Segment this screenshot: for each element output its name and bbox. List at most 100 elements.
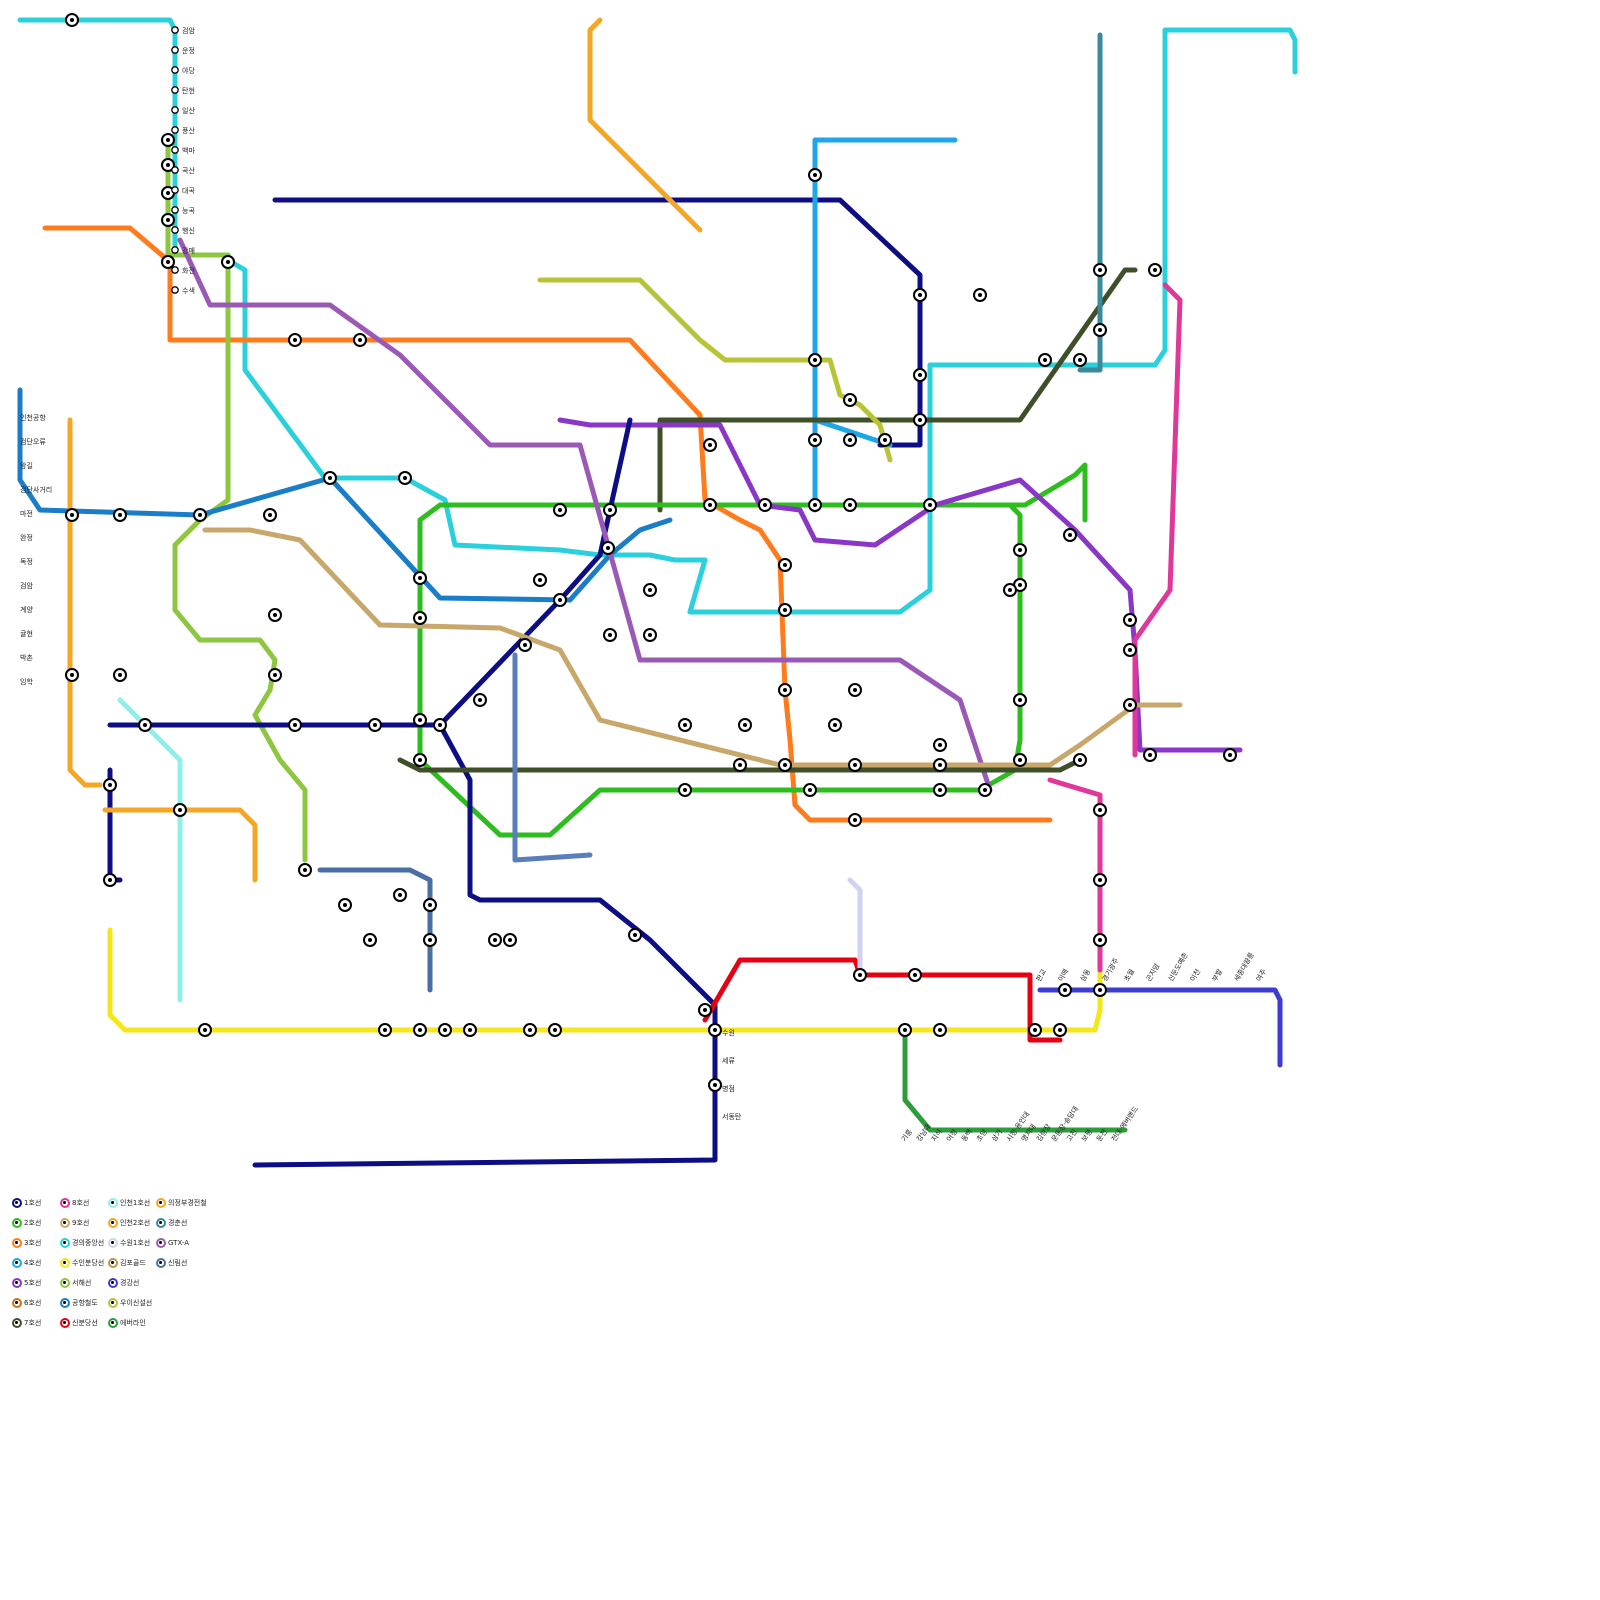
station-375-725[interactable]: [369, 719, 381, 731]
station-1100-880[interactable]: [1094, 874, 1106, 886]
station-980-295[interactable]: [974, 289, 986, 301]
station-855-690[interactable]: [849, 684, 861, 696]
station-445-1030[interactable]: [439, 1024, 451, 1036]
station-715-1085[interactable]: [709, 1079, 721, 1091]
station-810-790[interactable]: [804, 784, 816, 796]
station-검암[interactable]: [172, 27, 178, 33]
station-815-175[interactable]: [809, 169, 821, 181]
station-295-725[interactable]: [289, 719, 301, 731]
station-1100-270[interactable]: [1094, 264, 1106, 276]
station-915-975[interactable]: [909, 969, 921, 981]
station-180-810[interactable]: [174, 804, 186, 816]
station-1130-620[interactable]: [1124, 614, 1136, 626]
station-740-765[interactable]: [734, 759, 746, 771]
station-610-635[interactable]: [604, 629, 616, 641]
station-705-1010[interactable]: [699, 1004, 711, 1016]
station-1045-360[interactable]: [1039, 354, 1051, 366]
station-710-445[interactable]: [704, 439, 716, 451]
station-560-600[interactable]: [554, 594, 566, 606]
station-1035-1030[interactable]: [1029, 1024, 1041, 1036]
station-1130-705[interactable]: [1124, 699, 1136, 711]
station-685-790[interactable]: [679, 784, 691, 796]
station-1010-590[interactable]: [1004, 584, 1016, 596]
station-1070-535[interactable]: [1064, 529, 1076, 541]
station-785-565[interactable]: [779, 559, 791, 571]
station-510-940[interactable]: [504, 934, 516, 946]
station-715-1030[interactable]: [709, 1024, 721, 1036]
station-305-870[interactable]: [299, 864, 311, 876]
station-화전[interactable]: [172, 267, 178, 273]
station-120-675[interactable]: [114, 669, 126, 681]
station-420-760[interactable]: [414, 754, 426, 766]
station-72-675[interactable]: [66, 669, 78, 681]
station-400-895[interactable]: [394, 889, 406, 901]
station-885-440[interactable]: [879, 434, 891, 446]
station-110-785[interactable]: [104, 779, 116, 791]
station-385-1030[interactable]: [379, 1024, 391, 1036]
station-530-1030[interactable]: [524, 1024, 536, 1036]
station-1130-650[interactable]: [1124, 644, 1136, 656]
station-대곡[interactable]: [172, 187, 178, 193]
station-1100-940[interactable]: [1094, 934, 1106, 946]
station-275-675[interactable]: [269, 669, 281, 681]
station-940-745[interactable]: [934, 739, 946, 751]
station-72-515[interactable]: [66, 509, 78, 521]
station-1155-270[interactable]: [1149, 264, 1161, 276]
station-940-1030[interactable]: [934, 1024, 946, 1036]
station-백마[interactable]: [172, 147, 178, 153]
station-785-610[interactable]: [779, 604, 791, 616]
station-1080-760[interactable]: [1074, 754, 1086, 766]
station-168-220[interactable]: [162, 214, 174, 226]
station-420-618[interactable]: [414, 612, 426, 624]
station-940-790[interactable]: [934, 784, 946, 796]
station-560-510[interactable]: [554, 504, 566, 516]
station-555-1030[interactable]: [549, 1024, 561, 1036]
station-855-820[interactable]: [849, 814, 861, 826]
station-운정[interactable]: [172, 47, 178, 53]
station-855-765[interactable]: [849, 759, 861, 771]
station-930-505[interactable]: [924, 499, 936, 511]
station-430-905[interactable]: [424, 899, 436, 911]
station-200-515[interactable]: [194, 509, 206, 521]
station-650-635[interactable]: [644, 629, 656, 641]
station-1060-1030[interactable]: [1054, 1024, 1066, 1036]
station-145-725[interactable]: [139, 719, 151, 731]
station-1020-700[interactable]: [1014, 694, 1026, 706]
station-295-340[interactable]: [289, 334, 301, 346]
station-228-262[interactable]: [222, 256, 234, 268]
station-420-720[interactable]: [414, 714, 426, 726]
station-345-905[interactable]: [339, 899, 351, 911]
station-168-262[interactable]: [162, 256, 174, 268]
station-야당[interactable]: [172, 67, 178, 73]
station-110-880[interactable]: [104, 874, 116, 886]
station-920-295[interactable]: [914, 289, 926, 301]
station-330-478[interactable]: [324, 472, 336, 484]
station-370-940[interactable]: [364, 934, 376, 946]
station-풍산[interactable]: [172, 127, 178, 133]
station-탄현[interactable]: [172, 87, 178, 93]
station-205-1030[interactable]: [199, 1024, 211, 1036]
station-850-400[interactable]: [844, 394, 856, 406]
station-1065-990[interactable]: [1059, 984, 1071, 996]
station-능곡[interactable]: [172, 207, 178, 213]
station-420-578[interactable]: [414, 572, 426, 584]
station-835-725[interactable]: [829, 719, 841, 731]
station-120-515[interactable]: [114, 509, 126, 521]
station-일산[interactable]: [172, 107, 178, 113]
station-강매[interactable]: [172, 247, 178, 253]
station-수색[interactable]: [172, 287, 178, 293]
station-635-935[interactable]: [629, 929, 641, 941]
station-495-940[interactable]: [489, 934, 501, 946]
station-525-645[interactable]: [519, 639, 531, 651]
station-815-360[interactable]: [809, 354, 821, 366]
station-815-505[interactable]: [809, 499, 821, 511]
station-480-700[interactable]: [474, 694, 486, 706]
station-785-690[interactable]: [779, 684, 791, 696]
station-920-375[interactable]: [914, 369, 926, 381]
station-860-975[interactable]: [854, 969, 866, 981]
station-815-440[interactable]: [809, 434, 821, 446]
station-540-580[interactable]: [534, 574, 546, 586]
station-1020-760[interactable]: [1014, 754, 1026, 766]
station-745-725[interactable]: [739, 719, 751, 731]
station-행신[interactable]: [172, 227, 178, 233]
